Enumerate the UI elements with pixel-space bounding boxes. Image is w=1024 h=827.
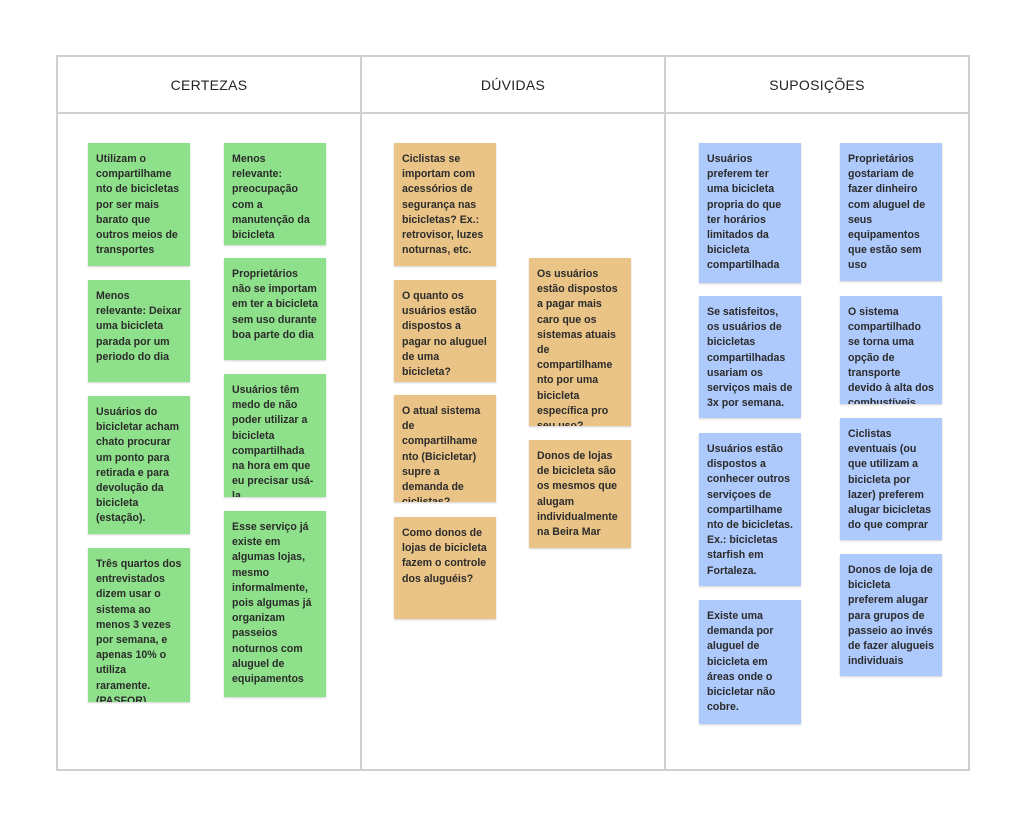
column-header-duvidas: DÚVIDAS xyxy=(362,57,664,114)
column-suposicoes: SUPOSIÇÕES Usuários preferem ter uma bic… xyxy=(666,57,968,769)
column-divider xyxy=(360,57,362,769)
sticky-note[interactable]: Menos relevante: preocupação com a manut… xyxy=(224,143,326,245)
sticky-note[interactable]: Existe uma demanda por aluguel de bicicl… xyxy=(699,600,801,724)
column-divider xyxy=(664,57,666,769)
column-duvidas: DÚVIDAS Ciclistas se importam com acessó… xyxy=(362,57,664,769)
sticky-note[interactable]: Proprietários não se importam em ter a b… xyxy=(224,258,326,360)
sticky-note[interactable]: Utilizam o compartilhame nto de biciclet… xyxy=(88,143,190,266)
sticky-note[interactable]: Os usuários estão dispostos a pagar mais… xyxy=(529,258,631,426)
sticky-note[interactable]: Donos de lojas de bicicleta são os mesmo… xyxy=(529,440,631,548)
sticky-note[interactable]: Como donos de lojas de bicicleta fazem o… xyxy=(394,517,496,619)
sticky-note[interactable]: O atual sistema de compartilhame nto (Bi… xyxy=(394,395,496,502)
sticky-note[interactable]: Esse serviço já existe em algumas lojas,… xyxy=(224,511,326,697)
sticky-note[interactable]: Três quartos dos entrevistados dizem usa… xyxy=(88,548,190,702)
column-header-suposicoes: SUPOSIÇÕES xyxy=(666,57,968,114)
column-certezas: CERTEZAS Utilizam o compartilhame nto de… xyxy=(58,57,360,769)
sticky-note[interactable]: Usuários preferem ter uma bicicleta prop… xyxy=(699,143,801,283)
affinity-board: CERTEZAS Utilizam o compartilhame nto de… xyxy=(56,55,970,771)
sticky-note[interactable]: Usuários estão dispostos a conhecer outr… xyxy=(699,433,801,586)
column-header-certezas: CERTEZAS xyxy=(58,57,360,114)
sticky-note[interactable]: Proprietários gostariam de fazer dinheir… xyxy=(840,143,942,281)
sticky-note[interactable]: Ciclistas se importam com acessórios de … xyxy=(394,143,496,266)
sticky-note[interactable]: Menos relevante: Deixar uma bicicleta pa… xyxy=(88,280,190,382)
sticky-note[interactable]: O sistema compartilhado se torna uma opç… xyxy=(840,296,942,404)
sticky-note[interactable]: Donos de loja de bicicleta preferem alug… xyxy=(840,554,942,676)
sticky-note[interactable]: Usuários do bicicletar acham chato procu… xyxy=(88,396,190,534)
sticky-note[interactable]: Usuários têm medo de não poder utilizar … xyxy=(224,374,326,497)
sticky-note[interactable]: Ciclistas eventuais (ou que utilizam a b… xyxy=(840,418,942,540)
sticky-note[interactable]: O quanto os usuários estão dispostos a p… xyxy=(394,280,496,382)
sticky-note[interactable]: Se satisfeitos, os usuários de bicicleta… xyxy=(699,296,801,418)
